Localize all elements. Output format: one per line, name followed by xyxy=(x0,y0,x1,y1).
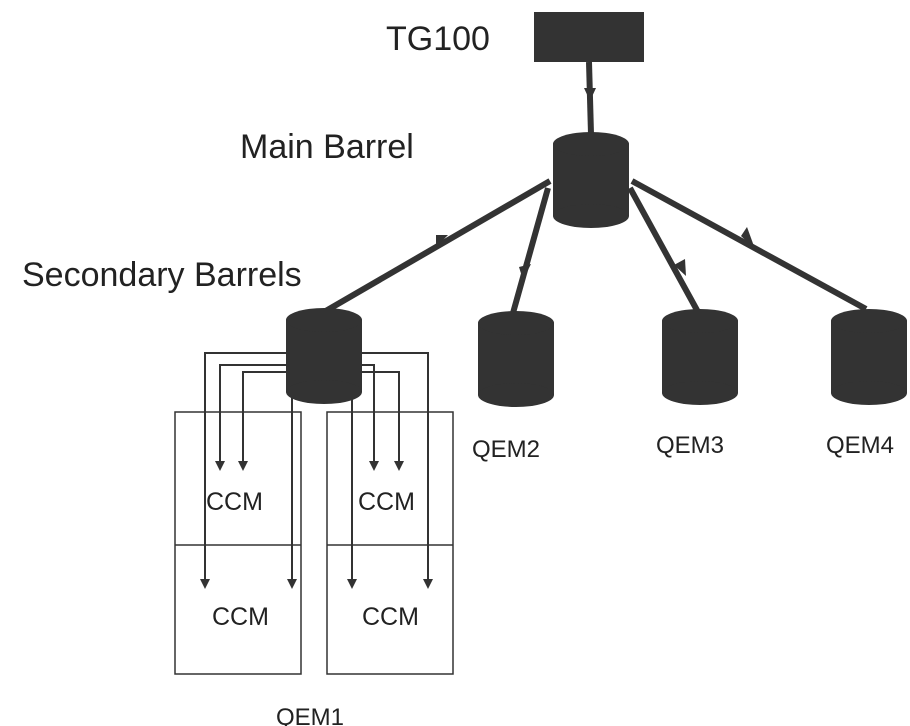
tg100-label: TG100 xyxy=(386,20,490,58)
main-to-qem3-arrowhead xyxy=(674,259,686,276)
qem1-right-module xyxy=(326,411,454,675)
wire-to-top-left-ccm-b xyxy=(238,371,290,471)
wire-to-top-right-ccm-b xyxy=(362,371,404,471)
secondary-barrel-qem3 xyxy=(662,309,738,405)
main-to-qem3-line xyxy=(627,186,701,314)
main-to-qem4-arrowhead xyxy=(741,227,755,249)
main-to-qem1-arrowhead xyxy=(436,235,448,247)
secondary-barrels-label: Secondary Barrels xyxy=(22,256,302,294)
tg100-arrowhead xyxy=(584,88,596,101)
wire-to-top-left-ccm-a xyxy=(215,364,290,471)
ccm-label-bottom-right: CCM xyxy=(362,603,419,631)
qem1-left-module xyxy=(174,411,302,675)
ccm-label-top-right: CCM xyxy=(358,488,415,516)
main-barrel-label: Main Barrel xyxy=(240,128,414,166)
main-barrel xyxy=(553,132,629,228)
main-to-qem4-line xyxy=(630,178,868,312)
main-to-qem1-line xyxy=(322,178,552,315)
ccm-label-top-left: CCM xyxy=(206,488,263,516)
qem1-label: QEM1 xyxy=(276,704,344,726)
main-to-qem2-arrowhead xyxy=(519,264,531,280)
wire-to-bottom-right-ccm xyxy=(362,352,433,589)
secondary-barrel-qem2 xyxy=(478,311,554,407)
wire-to-bottom-left-ccm xyxy=(200,352,290,589)
qem2-label: QEM2 xyxy=(472,436,540,463)
secondary-barrel-qem1 xyxy=(286,308,362,404)
secondary-barrel-qem4 xyxy=(831,309,907,405)
tg100-source-block xyxy=(534,12,644,62)
main-to-qem2-line xyxy=(510,187,551,314)
qem4-label: QEM4 xyxy=(826,432,894,459)
qem3-label: QEM3 xyxy=(656,432,724,459)
ccm-label-bottom-left: CCM xyxy=(212,603,269,631)
wire-to-top-right-ccm-a xyxy=(362,364,379,471)
